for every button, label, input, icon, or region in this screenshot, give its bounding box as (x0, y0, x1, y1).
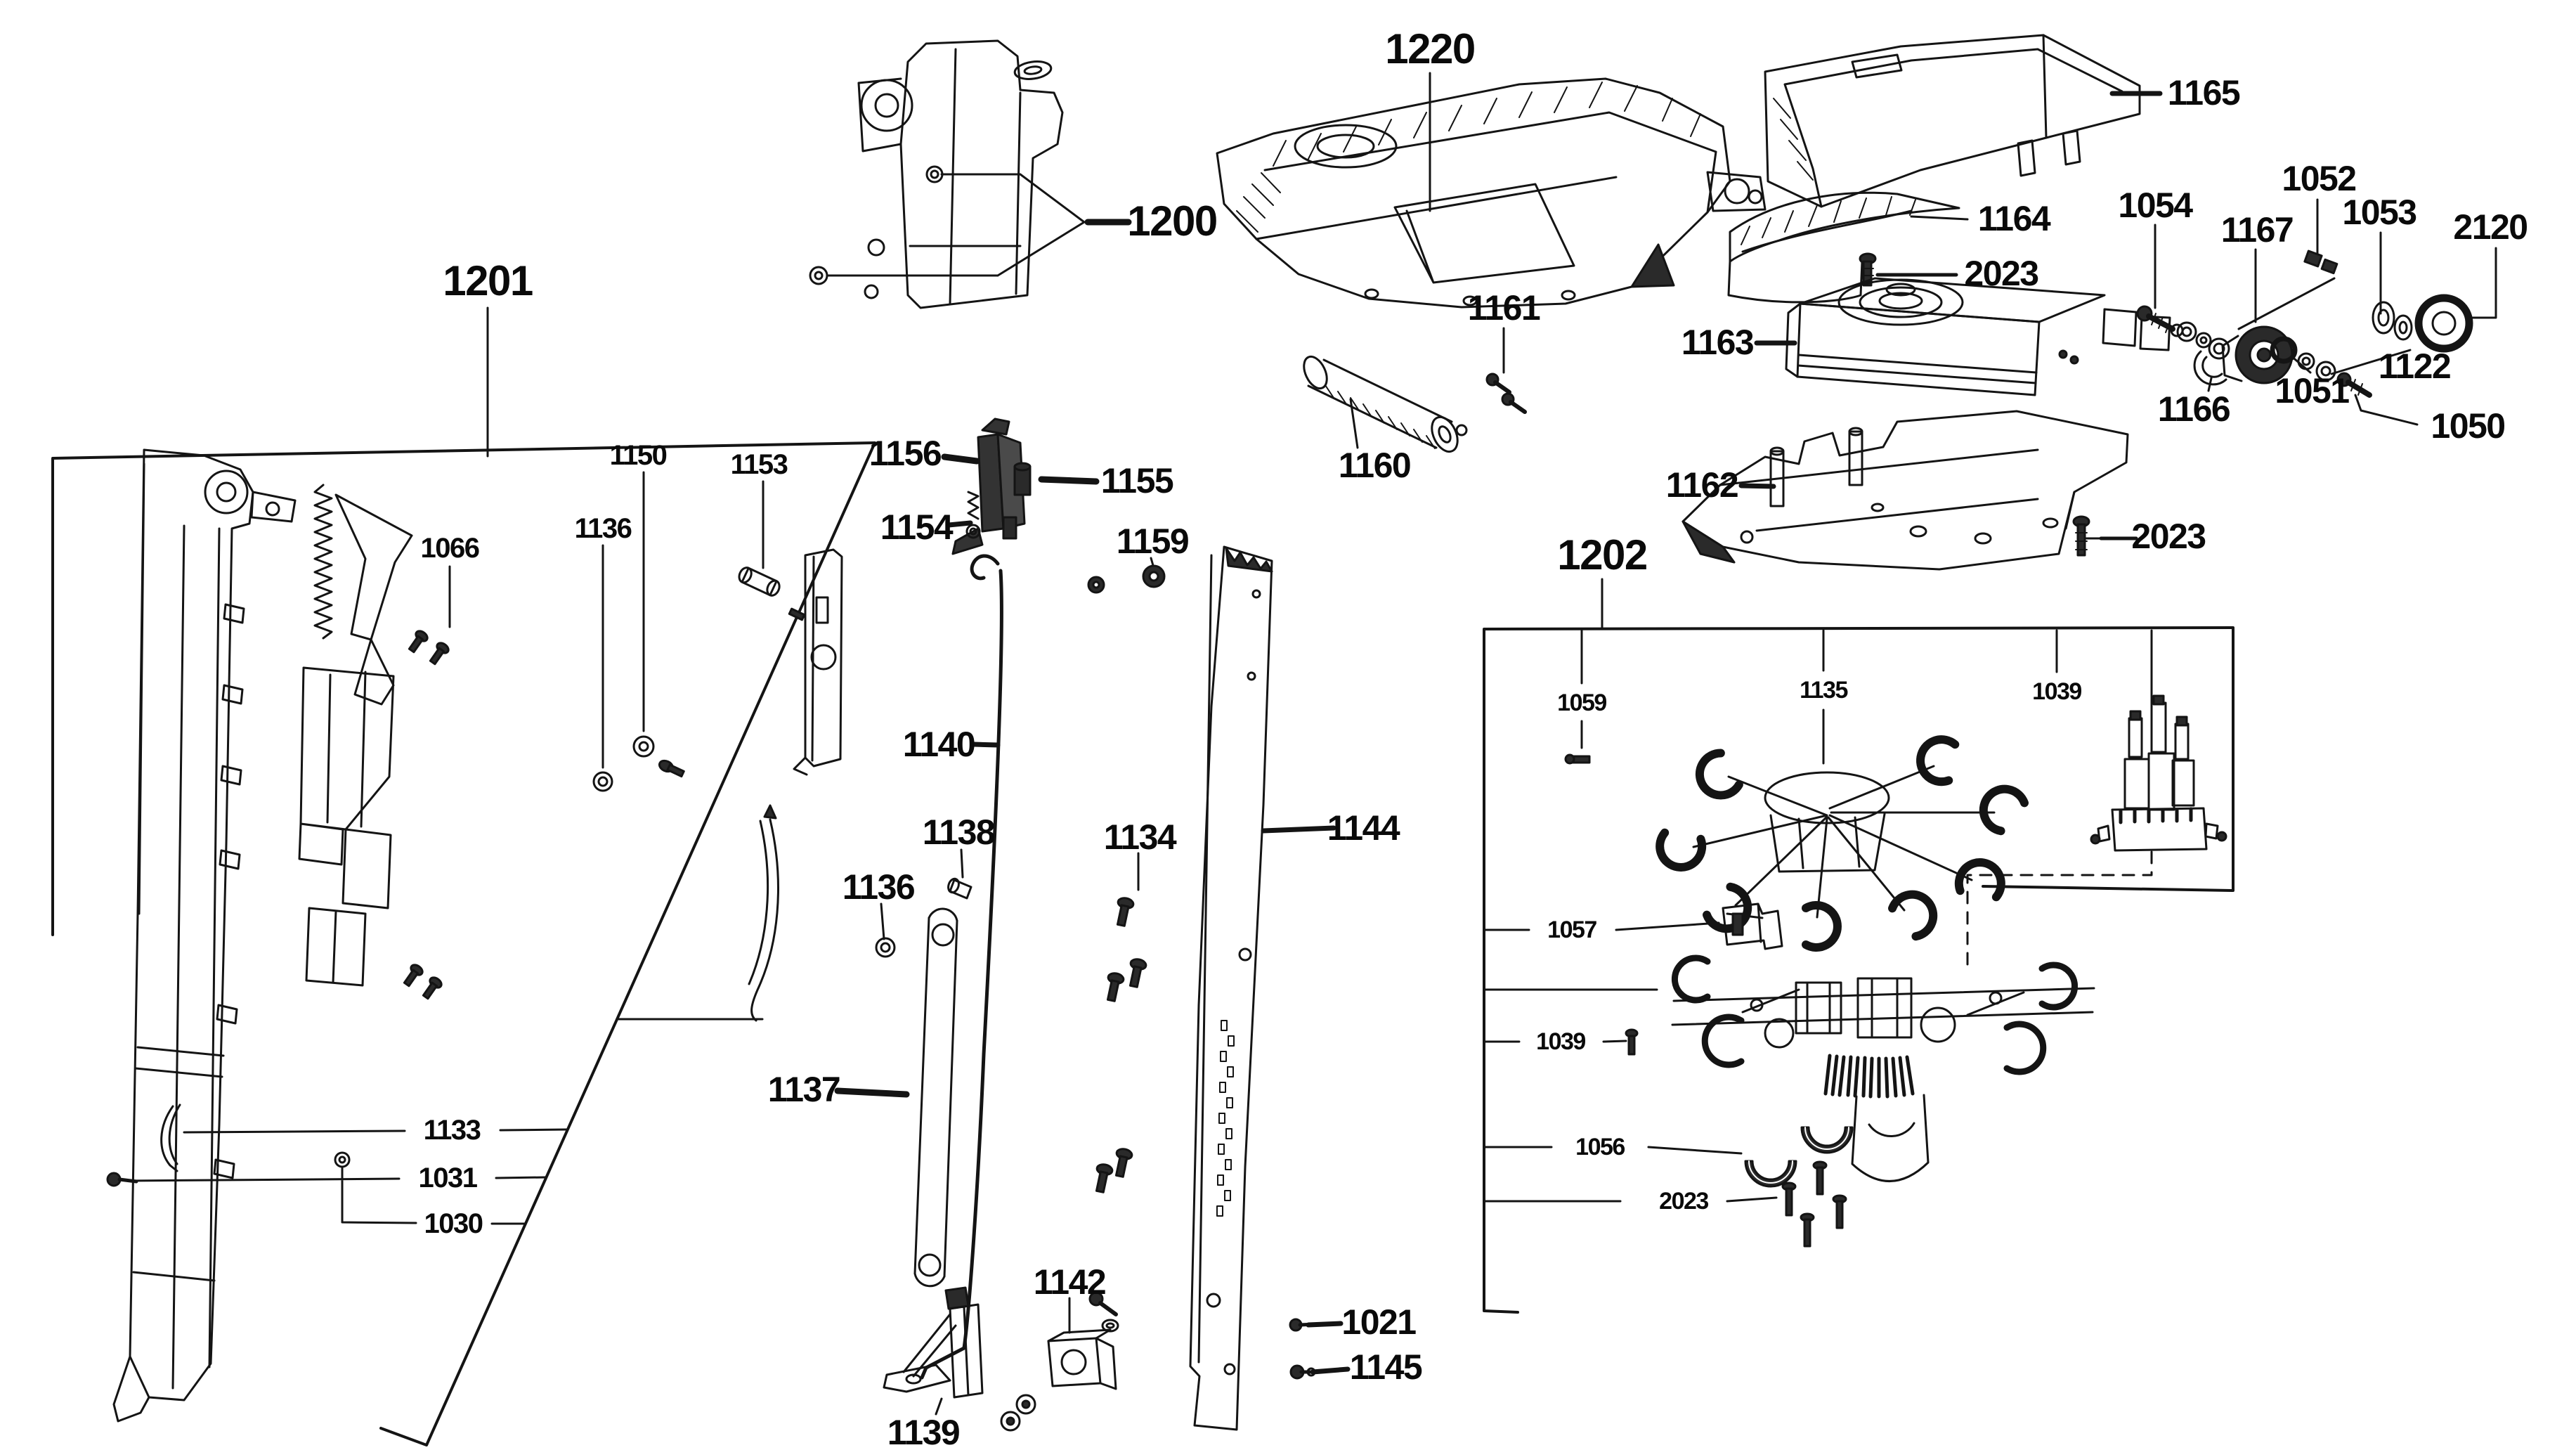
part-label-1159: 1159 (1116, 522, 1190, 561)
part-art-1135-spider (1655, 735, 2029, 952)
part-label-1144: 1144 (1327, 808, 1400, 848)
part-art-carriage (1671, 954, 2095, 1182)
part-label-1167: 1167 (2220, 210, 2294, 250)
part-label-2023: 2023 (2131, 517, 2206, 556)
part-label-1137: 1137 (767, 1070, 841, 1109)
part-art-1142 (1000, 1291, 1119, 1432)
part-label-1057: 1057 (1547, 917, 1597, 943)
part-label-1133: 1133 (423, 1115, 481, 1146)
part-label-1164: 1164 (1977, 199, 2051, 238)
part-art-1136b (875, 937, 896, 958)
part-art-1159 (1087, 564, 1166, 594)
part-label-1138: 1138 (922, 813, 996, 852)
part-label-1165: 1165 (2167, 73, 2241, 112)
part-art-1137 (875, 877, 972, 1288)
part-art-1165 (1764, 34, 2141, 208)
part-art-1140 (920, 554, 1003, 1380)
part-art-1163 (1785, 277, 2184, 396)
part-label-1066: 1066 (420, 533, 480, 564)
part-art-1200 (809, 39, 1064, 309)
part-art-1164 (1727, 191, 1960, 304)
part-label-1059: 1059 (1557, 690, 1607, 716)
part-label-1054: 1054 (2118, 186, 2193, 225)
part-art-1138 (947, 877, 972, 900)
part-label-1160: 1160 (1338, 446, 1412, 485)
part-art-spring (313, 484, 333, 640)
part-art-1162 (1681, 410, 2129, 571)
part-label-1200: 1200 (1127, 198, 1218, 245)
part-art-1150 (632, 548, 843, 778)
group-boundary-1202 (1483, 626, 2235, 1314)
part-label-1051: 1051 (2275, 371, 2350, 410)
part-art-lever (298, 493, 450, 1000)
part-art-curved-arm (748, 804, 779, 1022)
part-art-1134 (1095, 897, 1147, 1193)
part-label-1021: 1021 (1341, 1302, 1417, 1342)
part-label-1122: 1122 (2378, 347, 2452, 386)
part-label-1050: 1050 (2431, 406, 2506, 446)
part-art-1156 (951, 417, 1032, 555)
part-label-1030: 1030 (424, 1208, 483, 1239)
part-art-1139 (883, 1286, 984, 1399)
part-art-pole (112, 448, 297, 1423)
part-label-1145: 1145 (1349, 1347, 1423, 1387)
part-label-1039: 1039 (2032, 678, 2082, 705)
part-art-1133 (160, 1103, 181, 1172)
part-art-2023-1162 (2072, 515, 2090, 557)
part-label-1031: 1031 (418, 1163, 478, 1193)
part-label-1150: 1150 (609, 440, 668, 471)
part-label-1166: 1166 (2157, 389, 2231, 429)
part-label-1142: 1142 (1033, 1262, 1107, 1302)
part-art-1144 (1189, 545, 1273, 1431)
part-label-1140: 1140 (902, 725, 976, 764)
part-art-1160 (1303, 355, 1468, 453)
part-art-fastener-train (2136, 250, 2473, 398)
part-art-1220 (1216, 77, 1767, 309)
part-art-2023-screws (1781, 1160, 1847, 1248)
part-art-1161 (1485, 373, 1527, 414)
part-label-1052: 1052 (2282, 159, 2357, 198)
part-art-1031 (106, 1172, 138, 1187)
part-label-1153: 1153 (730, 449, 788, 480)
part-label-2023: 2023 (1659, 1188, 1709, 1215)
part-art-1059 (1564, 753, 1591, 765)
part-art-1030 (334, 1151, 351, 1168)
part-art-1021 (1289, 1318, 1318, 1332)
part-label-1154: 1154 (880, 507, 954, 547)
part-art-1145 (1289, 1364, 1320, 1380)
part-art-1057 (1722, 902, 1783, 950)
part-label-1202: 1202 (1557, 531, 1648, 578)
part-art-1136a-washer (592, 771, 613, 792)
part-label-1053: 1053 (2342, 193, 2417, 232)
part-label-1139: 1139 (887, 1413, 961, 1450)
part-art-1039-connector (2090, 694, 2227, 852)
part-art-1056 (1744, 1126, 1854, 1188)
part-art-1153 (738, 567, 806, 621)
group-boundary-1201 (51, 441, 876, 1446)
part-label-1134: 1134 (1103, 817, 1177, 857)
part-label-1136: 1136 (574, 513, 632, 544)
part-label-1136: 1136 (842, 867, 916, 907)
part-label-2023: 2023 (1964, 254, 2039, 293)
part-label-1161: 1161 (1467, 288, 1541, 328)
part-label-1220: 1220 (1385, 25, 1476, 72)
part-label-1201: 1201 (443, 257, 533, 304)
part-label-1156: 1156 (869, 434, 942, 473)
part-label-1039: 1039 (1536, 1028, 1586, 1055)
part-art-1039b-screw (1625, 1028, 1639, 1056)
part-label-1162: 1162 (1665, 465, 1739, 505)
part-label-1135: 1135 (1800, 677, 1848, 704)
part-label-1056: 1056 (1575, 1134, 1625, 1160)
part-label-1155: 1155 (1100, 461, 1174, 500)
part-label-2120: 2120 (2453, 207, 2528, 247)
part-label-1163: 1163 (1681, 323, 1755, 362)
